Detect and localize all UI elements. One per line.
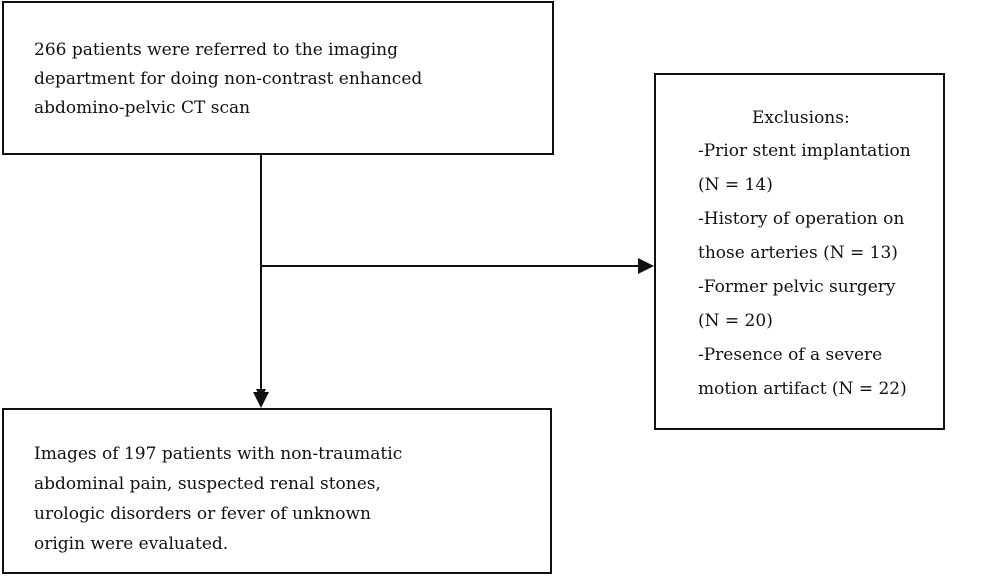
evaluated-line-2: abdominal pain, suspected renal stones, bbox=[34, 474, 381, 494]
exclusion-line-5: -Former pelvic surgery bbox=[698, 277, 896, 297]
exclusion-line-1: -Prior stent implantation bbox=[698, 141, 911, 161]
referral-line-2: department for doing non-contrast enhanc… bbox=[34, 69, 423, 89]
exclusion-line-3: -History of operation on bbox=[698, 209, 905, 229]
exclusion-line-2: (N = 14) bbox=[698, 175, 773, 195]
evaluated-line-4: origin were evaluated. bbox=[34, 534, 229, 554]
exclusions-title: Exclusions: bbox=[752, 108, 850, 128]
evaluated-line-3: urologic disorders or fever of unknown bbox=[34, 504, 371, 524]
referral-box: 266 patients were referred to the imagin… bbox=[2, 1, 554, 155]
evaluated-box: Images of 197 patients with non-traumati… bbox=[2, 408, 552, 574]
exclusion-line-8: motion artifact (N = 22) bbox=[698, 379, 907, 399]
exclusion-line-6: (N = 20) bbox=[698, 311, 773, 331]
exclusion-line-7: -Presence of a severe bbox=[698, 345, 883, 365]
evaluated-line-1: Images of 197 patients with non-traumati… bbox=[34, 444, 403, 464]
down-arrowhead bbox=[253, 392, 269, 408]
exclusion-line-4: those arteries (N = 13) bbox=[698, 243, 898, 263]
referral-line-1: 266 patients were referred to the imagin… bbox=[34, 40, 399, 60]
exclusions-box: Exclusions: -Prior stent implantation (N… bbox=[654, 73, 945, 430]
referral-line-3: abdomino-pelvic CT scan bbox=[34, 98, 251, 118]
right-arrowhead bbox=[638, 258, 654, 274]
